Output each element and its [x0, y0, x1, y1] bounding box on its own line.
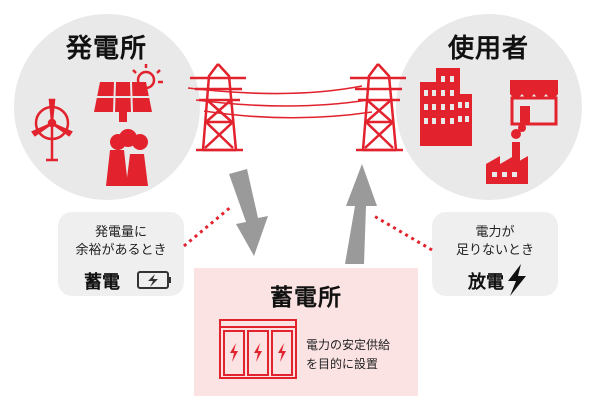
dotted-connector-right — [373, 214, 433, 252]
storage-desc-line2: を目的に設置 — [306, 357, 379, 371]
battery-cabinet-icon — [219, 319, 297, 379]
transmission-tower-left-icon — [190, 63, 246, 152]
down-arrow-icon — [229, 169, 268, 256]
factory-icon — [106, 129, 148, 186]
charge-action-label: 蓄電 — [84, 272, 120, 293]
lightning-icon — [508, 264, 526, 296]
discharge-action-label: 放電 — [468, 272, 504, 293]
buildings-icon — [420, 68, 472, 146]
charge-note-line2: 余裕があるとき — [75, 243, 167, 258]
solar-panel-icon — [94, 81, 152, 122]
sun-icon — [132, 64, 163, 90]
battery-charging-icon — [137, 271, 171, 289]
charge-note-box — [58, 212, 184, 296]
power-plant-title: 発電所 — [66, 34, 148, 64]
discharge-note-line1: 電力が — [475, 225, 515, 240]
discharge-note-line2: 足りないとき — [455, 243, 534, 258]
up-arrow-icon — [345, 164, 377, 264]
consumer-title: 使用者 — [448, 34, 530, 64]
storage-title: 蓄電所 — [270, 285, 342, 311]
wind-turbine-icon — [31, 98, 73, 162]
dotted-connector-left — [183, 204, 233, 248]
transmission-tower-right-icon — [350, 63, 406, 152]
charge-note-line1: 発電量に — [94, 225, 147, 240]
storage-desc-line1: 電力の安定供給 — [306, 338, 391, 352]
storage-description: 電力の安定供給 を目的に設置 — [306, 336, 390, 374]
shop-icon — [510, 80, 558, 126]
factory-small-icon — [486, 124, 528, 184]
discharge-note-box — [432, 212, 558, 296]
